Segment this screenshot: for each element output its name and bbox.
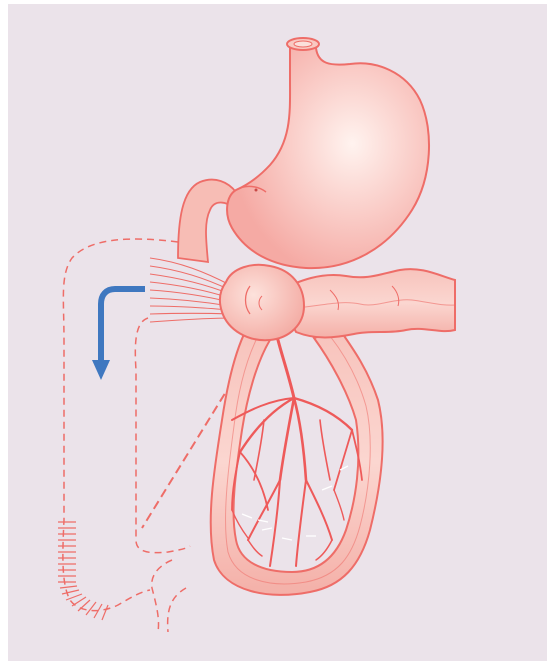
reduction-arrow <box>92 289 145 380</box>
esophagus-stump <box>178 180 236 262</box>
pancreas <box>220 265 304 340</box>
mesentery-fibres <box>150 258 230 322</box>
stomach <box>227 42 429 268</box>
removed-bowel-dashed-outline <box>63 239 232 632</box>
resection-hatching <box>58 522 108 620</box>
